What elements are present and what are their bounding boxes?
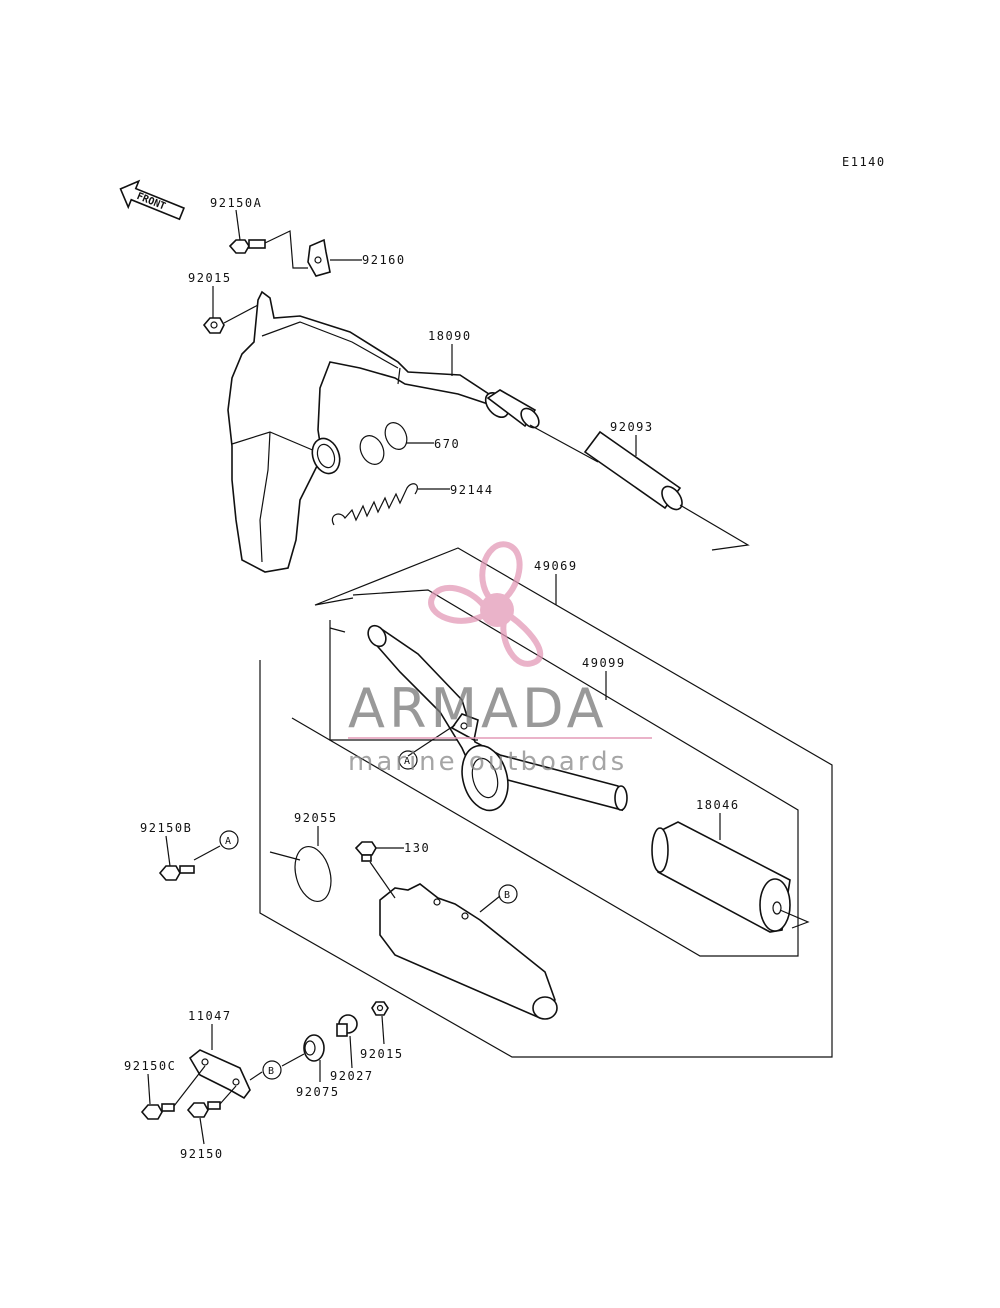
label-92093: 92093 xyxy=(610,420,654,434)
watermark-brand: ARMADA xyxy=(348,677,608,740)
propeller-logo-icon xyxy=(428,541,544,667)
grommet-92075-icon xyxy=(303,1034,325,1062)
collar-92027-icon xyxy=(336,1014,358,1037)
label-92075: 92075 xyxy=(296,1085,340,1099)
label-92160: 92160 xyxy=(362,253,406,267)
bracket-11047-icon xyxy=(188,1049,251,1100)
ref-a-upper: A xyxy=(398,750,418,770)
spring-92144-icon xyxy=(331,483,418,526)
label-92150a: 92150A xyxy=(210,196,262,210)
label-92150: 92150 xyxy=(180,1147,224,1161)
svg-text:A: A xyxy=(225,836,231,847)
label-11047: 11047 xyxy=(188,1009,232,1023)
ref-b-upper: B xyxy=(498,884,518,904)
ref-b-lower: B xyxy=(262,1060,282,1080)
front-arrow-icon: FRONT xyxy=(119,179,185,221)
bolt-92150b-icon xyxy=(158,865,195,881)
label-92144: 92144 xyxy=(450,483,494,497)
watermark-tagline: marine outboards xyxy=(348,747,627,777)
label-92150c: 92150C xyxy=(124,1059,176,1073)
svg-text:A: A xyxy=(404,756,410,767)
bolt-130-icon xyxy=(354,841,377,862)
silencer-pipe-49099-icon xyxy=(367,624,628,812)
label-49099: 49099 xyxy=(582,656,626,670)
nut-92015-top-icon xyxy=(202,317,225,334)
svg-text:B: B xyxy=(504,890,510,901)
label-92150b: 92150B xyxy=(140,821,192,835)
armada-watermark: ARMADA marine outboards xyxy=(348,541,652,777)
o-rings-670-icon xyxy=(359,422,408,465)
clamp-92160-icon xyxy=(307,238,331,277)
label-92027: 92027 xyxy=(330,1069,374,1083)
label-92015-bottom: 92015 xyxy=(360,1047,404,1061)
label-670: 670 xyxy=(434,437,460,451)
bolt-92150-icon xyxy=(186,1101,221,1118)
svg-text:B: B xyxy=(268,1066,274,1077)
bolt-92150c-icon xyxy=(140,1103,175,1120)
gasket-92055-icon xyxy=(294,845,332,903)
assembly-frame xyxy=(259,547,833,1058)
label-18090: 18090 xyxy=(428,329,472,343)
muffler-shell-icon xyxy=(379,883,558,1020)
bolt-92150a-icon xyxy=(228,239,266,254)
silencer-18046-icon xyxy=(651,821,791,933)
nut-92015-bottom-icon xyxy=(371,1001,389,1016)
ref-a-lower: A xyxy=(219,830,239,850)
label-130: 130 xyxy=(404,841,430,855)
expansion-chamber-18090-icon xyxy=(227,290,540,573)
label-92055: 92055 xyxy=(294,811,338,825)
label-18046: 18046 xyxy=(696,798,740,812)
label-92015-top: 92015 xyxy=(188,271,232,285)
diagram-code: E1140 xyxy=(842,155,886,169)
label-49069: 49069 xyxy=(534,559,578,573)
pipe-92093-icon xyxy=(583,430,683,511)
